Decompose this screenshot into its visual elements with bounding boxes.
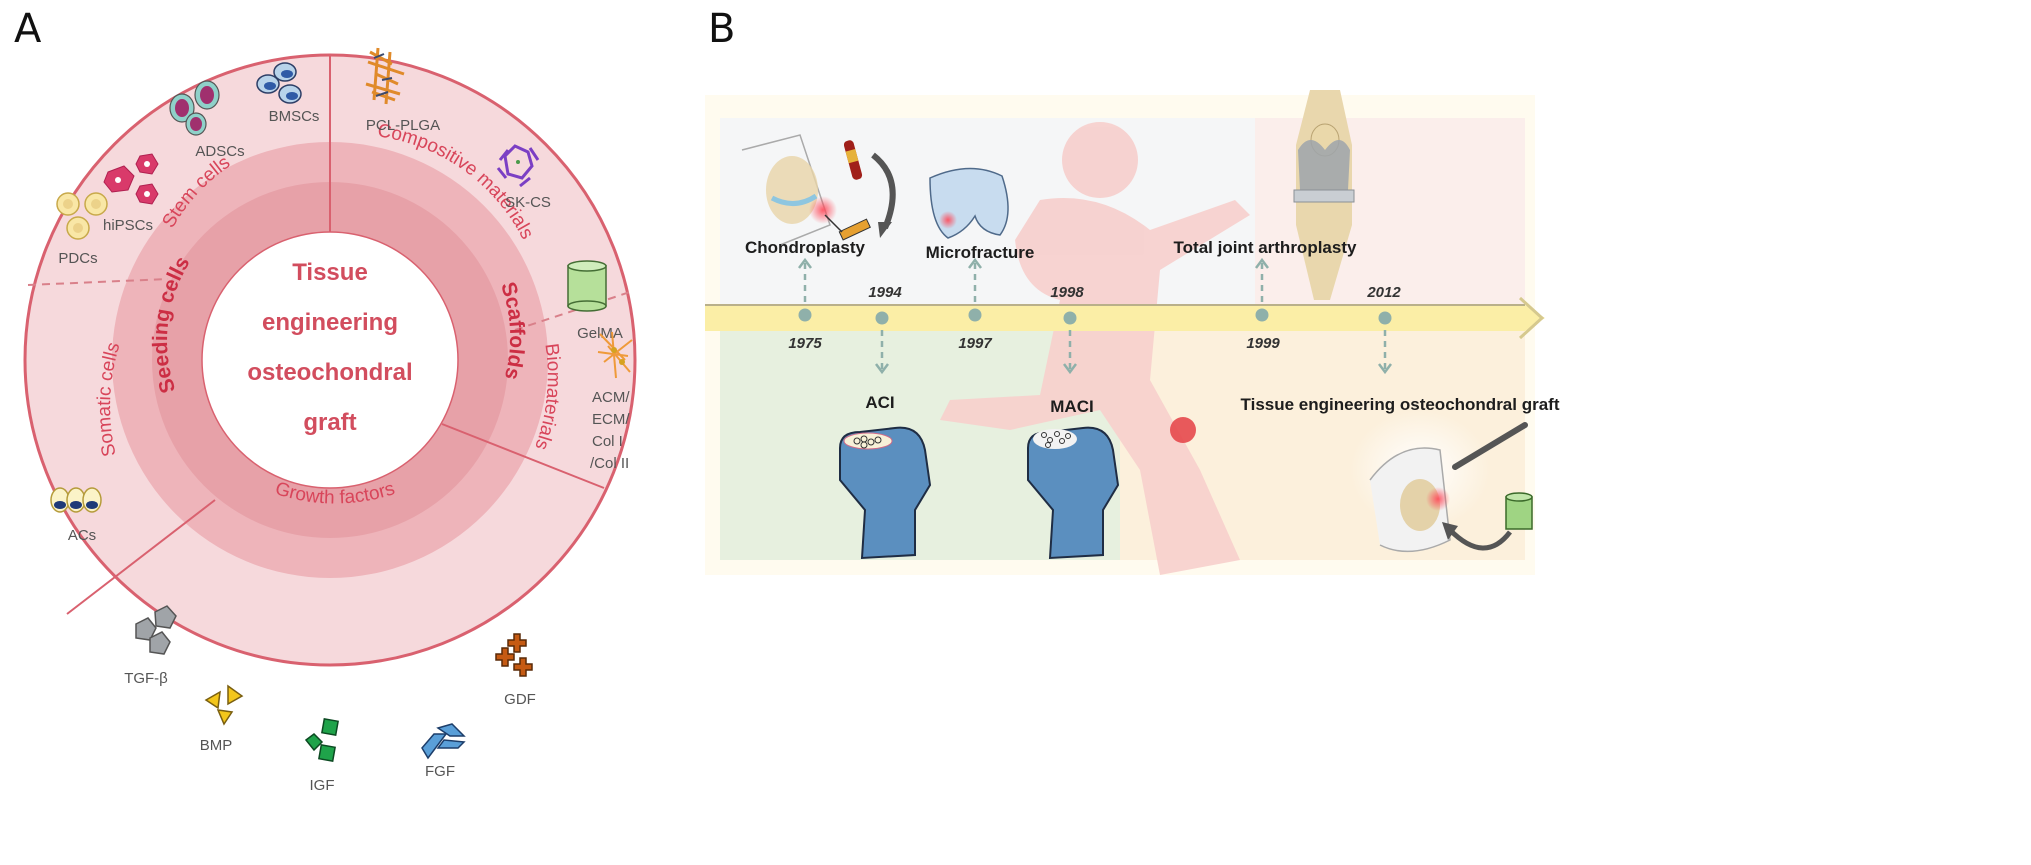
bg-top-right bbox=[1255, 118, 1525, 305]
year-2012: 2012 bbox=[1366, 284, 1401, 301]
panel-a: A Tissue engineering osteochondral graft bbox=[0, 0, 680, 860]
center-line-4: graft bbox=[303, 409, 356, 436]
event-total-joint-arthroplasty: Total joint arthroplasty bbox=[1174, 238, 1357, 257]
bmp-triangles-icon bbox=[204, 684, 244, 726]
event-maci: MACI bbox=[1050, 397, 1093, 416]
year-1997: 1997 bbox=[958, 335, 992, 352]
up-arrow-chondroplasty bbox=[798, 257, 812, 302]
timeline-dot-1999 bbox=[1255, 308, 1269, 322]
item-tgf-beta: TGF-β bbox=[124, 670, 168, 687]
year-1975: 1975 bbox=[788, 335, 822, 352]
year-1999: 1999 bbox=[1246, 335, 1280, 352]
timeline-dot-1997 bbox=[968, 308, 982, 322]
timeline-dot-1994 bbox=[875, 311, 889, 325]
year-1994: 1994 bbox=[868, 284, 902, 301]
gelma-cylinder-icon bbox=[567, 260, 607, 312]
panel-b: B bbox=[680, 0, 2031, 860]
timeline-dot-1998 bbox=[1063, 311, 1077, 325]
item-fgf: FGF bbox=[425, 763, 455, 780]
fgf-shapes-icon bbox=[421, 723, 466, 760]
ac-cells-icon bbox=[50, 487, 102, 513]
item-acs: ACs bbox=[68, 527, 96, 544]
sk-cs-network-icon bbox=[496, 144, 540, 188]
runner-silhouette bbox=[940, 122, 1250, 575]
adsc-cells-icon bbox=[169, 80, 220, 136]
timeline-dot-2012 bbox=[1378, 311, 1392, 325]
igf-squares-icon bbox=[304, 718, 339, 762]
up-arrow-arthroplasty bbox=[1255, 257, 1269, 302]
event-aci: ACI bbox=[865, 393, 894, 412]
item-col-i: Col I bbox=[592, 433, 623, 450]
bmsc-cells-icon bbox=[256, 62, 302, 104]
graft-implantation-icon bbox=[1350, 410, 1533, 553]
panel-b-letter: B bbox=[708, 6, 736, 52]
tissue-engineering-wheel: Tissue engineering osteochondral graft S… bbox=[23, 47, 637, 794]
tgf-beta-pentagons-icon bbox=[135, 605, 177, 655]
aci-bone-icon bbox=[839, 426, 932, 560]
center-line-2: engineering bbox=[262, 309, 398, 336]
item-col-ii: /Col II bbox=[590, 455, 629, 472]
divider-lower-left bbox=[66, 499, 216, 615]
timeline-dot-1975 bbox=[798, 308, 812, 322]
chondroplasty-knee-injection-icon bbox=[741, 134, 896, 246]
center-line-3: osteochondral bbox=[247, 359, 412, 386]
up-arrow-microfracture bbox=[968, 257, 982, 302]
year-1998: 1998 bbox=[1050, 284, 1084, 301]
gdf-crosses-icon bbox=[495, 633, 533, 677]
divider-dashed-left bbox=[27, 278, 169, 286]
event-tissue-engineering-graft: Tissue engineering osteochondral graft bbox=[1241, 395, 1560, 414]
item-sk-cs: SK-CS bbox=[505, 194, 551, 211]
item-pcl-plga: PCL-PLGA bbox=[366, 117, 440, 134]
microfracture-knee-icon bbox=[929, 167, 1009, 239]
pdc-cells-icon bbox=[56, 192, 108, 240]
down-arrow-maci bbox=[1063, 330, 1077, 375]
event-microfracture: Microfracture bbox=[926, 243, 1035, 262]
item-igf: IGF bbox=[310, 777, 335, 794]
knee-prosthesis-icon bbox=[1293, 90, 1355, 300]
item-ecm: ECM/ bbox=[592, 411, 630, 428]
knee-injury-marker bbox=[1170, 417, 1196, 443]
event-chondroplasty: Chondroplasty bbox=[745, 238, 865, 257]
item-gdf: GDF bbox=[504, 691, 536, 708]
item-bmp: BMP bbox=[200, 737, 233, 754]
item-adscs: ADSCs bbox=[195, 143, 244, 160]
divider-lower-right bbox=[441, 423, 605, 489]
pcl-plga-mesh-icon bbox=[365, 47, 405, 105]
center-line-1: Tissue bbox=[292, 259, 368, 286]
item-bmscs: BMSCs bbox=[269, 108, 320, 125]
treatment-timeline: Chondroplasty Microfracture Total joint … bbox=[705, 90, 1560, 575]
down-arrow-aci bbox=[875, 330, 889, 375]
item-hipscs: hiPSCs bbox=[103, 217, 153, 234]
ecm-fiber-icon bbox=[597, 331, 633, 379]
hipsc-cells-icon bbox=[103, 153, 159, 205]
down-arrow-graft bbox=[1378, 330, 1392, 375]
divider-dashed-right bbox=[514, 291, 631, 331]
panel-a-letter: A bbox=[14, 6, 42, 52]
timeline-arrowhead-icon bbox=[1518, 296, 1545, 340]
timeline-bar bbox=[705, 305, 1545, 331]
item-acm: ACM/ bbox=[592, 389, 630, 406]
maci-bone-icon bbox=[1027, 426, 1120, 560]
item-gelma: GelMA bbox=[577, 325, 623, 342]
item-pdcs: PDCs bbox=[58, 250, 97, 267]
